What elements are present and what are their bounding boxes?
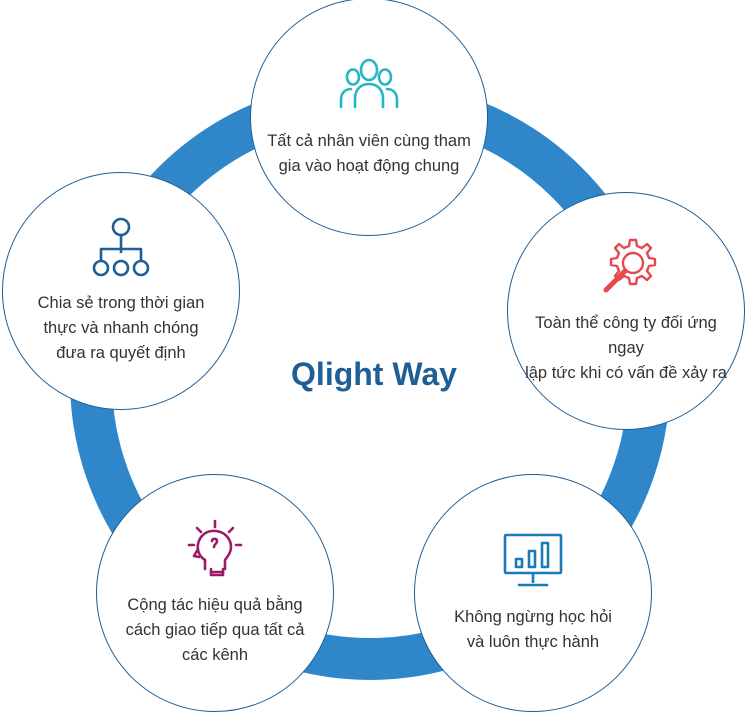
node-learning-label: Không ngừng học hỏi và luôn thực hành — [454, 608, 612, 651]
gear-search-icon — [603, 238, 657, 292]
node-sharing: Chia sẻ trong thời gian thực và nhanh ch… — [2, 172, 240, 410]
diagram-title: Qlight Way — [291, 356, 457, 392]
head-lightbulb-icon — [187, 519, 243, 576]
org-chart-icon — [92, 217, 150, 276]
node-participation: Tất cả nhân viên cùng tham gia vào hoạt … — [250, 0, 488, 236]
node-sharing-label: Chia sẻ trong thời gian thực và nhanh ch… — [37, 293, 205, 362]
monitor-chart-icon — [503, 533, 563, 587]
node-participation-label: Tất cả nhân viên cùng tham gia vào hoạt … — [267, 132, 471, 175]
node-collaboration: Cộng tác hiệu quả bằng cách giao tiếp qu… — [96, 474, 334, 712]
node-response: Toàn thể công ty đối ứng ngay lập tức kh… — [507, 192, 745, 430]
node-collaboration-label: Cộng tác hiệu quả bằng cách giao tiếp qu… — [125, 595, 305, 664]
node-learning: Không ngừng học hỏi và luôn thực hành — [414, 474, 652, 712]
people-group-icon — [339, 58, 399, 109]
node-response-label: Toàn thể công ty đối ứng ngay lập tức kh… — [525, 313, 727, 382]
